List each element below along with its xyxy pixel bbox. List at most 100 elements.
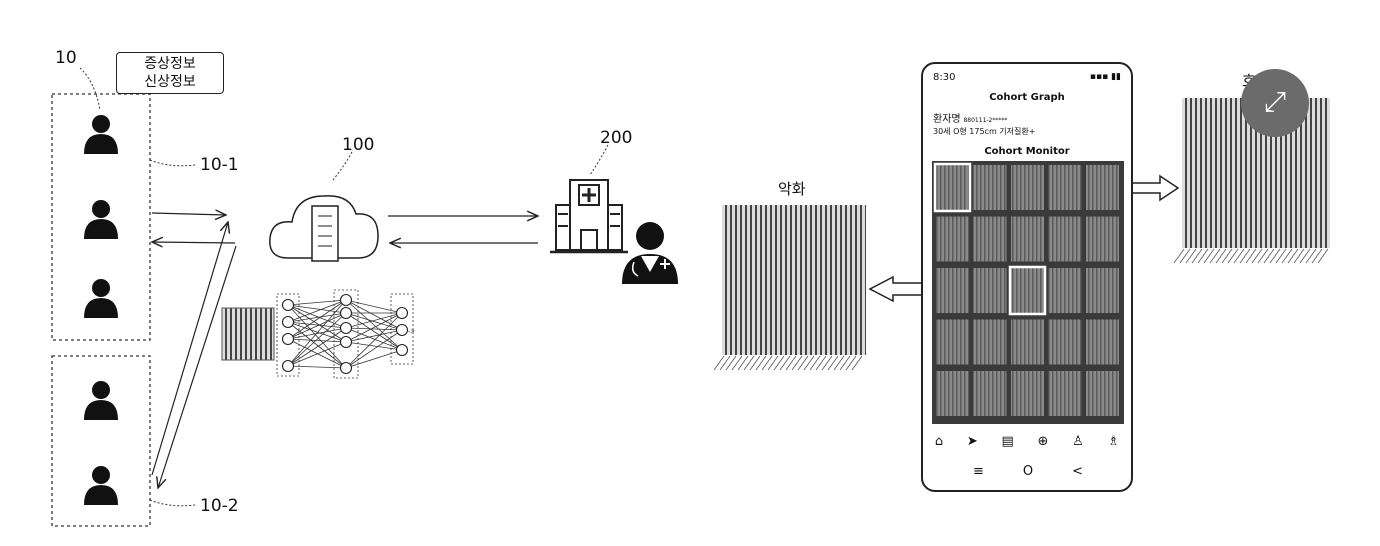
nn-edge [345,312,403,331]
nn-edge [287,338,347,343]
chart-tick-label [1257,248,1269,264]
leader-line-10-1 [149,159,196,167]
chart-tick-label [815,355,827,371]
worse-chart-ticks [713,355,863,371]
cohort-cell-highlight [933,162,972,213]
chart-tick-label [755,355,767,371]
chart-tick-label [1311,248,1323,264]
nn-edge [345,299,403,314]
chart-tick-label [737,355,749,371]
better-chart-ticks [1173,248,1329,264]
cohort-cell-highlight [1008,265,1047,316]
hospital-icon [550,179,628,254]
chart-icon[interactable]: ➤ [966,434,978,449]
person-icon [84,200,118,239]
chart-tick-label [797,355,809,371]
chart-tick-label [1203,248,1215,264]
chart-tick-label [1197,248,1209,264]
menu-button[interactable]: ≡ [973,464,984,479]
cohort-cell [936,371,969,416]
cohort-cell [1048,216,1082,262]
cohort-cell [1011,268,1044,313]
status-signal: ▪▪▪ ▮▮ [1089,72,1121,82]
nn-edge [345,312,403,369]
cloud-server-icon [269,195,379,262]
nn-edge [345,341,403,351]
cohort-cell [1086,371,1119,416]
cohort-cell [973,371,1007,416]
nn-node [281,359,295,373]
nn-node [339,293,353,307]
document-icon[interactable]: ▤ [1001,434,1014,449]
chart-tick-label [791,355,803,371]
bottom-nav: ⌂ ➤ ▤ ⊕ ♙ ♗ [923,434,1131,449]
leader-line-100 [332,151,353,181]
cohort-cell [936,319,969,365]
add-icon[interactable]: ⊕ [1037,434,1049,449]
person-icon [84,466,118,505]
chart-tick-label [851,355,863,371]
chart-tick-label [731,355,743,371]
chart-tick-label [1299,248,1311,264]
nn-node [395,306,409,320]
cohort-cell [1048,165,1082,210]
cohort-cell [936,268,969,313]
chart-tick-label [1179,248,1191,264]
nn-edge [345,329,403,369]
person-icon [84,381,118,420]
nn-node [395,343,409,357]
nn-edge [287,338,347,369]
person-icon [84,279,118,318]
chart-tick-label [1173,248,1185,264]
chart-tick-label [773,355,785,371]
cohort-cell [1086,268,1119,313]
svg-text:->: -> [408,328,415,335]
chart-tick-label [1251,248,1263,264]
cohort-cell [973,268,1007,313]
leader-line-10 [79,67,101,111]
worse-chart-graphic [722,205,866,355]
user-group-1-box [51,93,151,341]
home-icon[interactable]: ⌂ [934,434,944,449]
user-icon[interactable]: ♙ [1072,434,1084,449]
doctor-icon [622,222,678,284]
nn-edge [287,299,347,340]
chart-tick-label [749,355,761,371]
user-person-icons [84,115,118,505]
profile-icon[interactable]: ♗ [1107,434,1120,449]
home-button[interactable]: O [1022,464,1034,479]
back-button[interactable]: < [1072,464,1083,479]
chart-tick-label [1185,248,1197,264]
arrow-group2-up [151,222,228,476]
nn-edge [287,327,347,367]
cohort-cell [1086,319,1119,365]
nn-edge [287,299,347,323]
arrow-group2-down [158,245,237,488]
chart-tick-label [761,355,773,371]
label-group-2: 10-2 [200,496,239,516]
status-time: 8:30 [933,72,956,83]
chart-tick-label [1233,248,1245,264]
leader-line-200 [589,144,609,176]
cohort-cell [1086,165,1119,210]
nn-edge [345,312,403,351]
nn-edge [287,304,347,329]
phone-mockup: 8:30 ▪▪▪ ▮▮ Cohort Graph 환자명 880111-2***… [921,62,1133,492]
chart-tick-label [1227,248,1239,264]
label-user-group: 10 [55,48,77,68]
nn-edge [345,329,403,343]
nn-node [395,323,409,337]
nn-edge [287,299,347,367]
nn-edge [345,327,403,351]
callout-line-2: 신상정보 [144,74,196,90]
chart-tick-label [1275,248,1287,264]
input-data-thumbnail [221,307,275,361]
label-server: 100 [342,135,375,155]
chart-tick-label [725,355,737,371]
nn-edge [287,365,347,369]
chart-tick-label [809,355,821,371]
expand-icon[interactable]: ⤢ [1241,69,1309,137]
chart-tick-label [1317,248,1329,264]
chart-tick-label [821,355,833,371]
chart-tick-label [839,355,851,371]
